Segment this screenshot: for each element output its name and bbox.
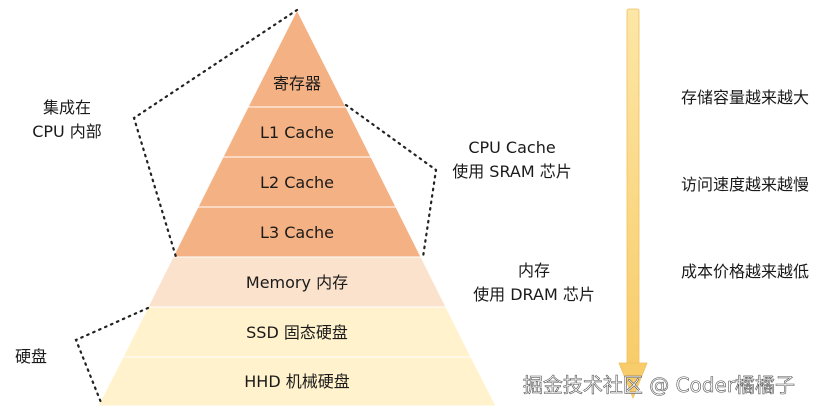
- memory-line1: 内存: [518, 261, 550, 280]
- disk-label: 硬盘: [15, 347, 47, 366]
- trend-item-capacity: 存储容量越来越大: [681, 88, 809, 107]
- disk-bracket: [74, 306, 150, 407]
- memory-line2: 使用 DRAM 芯片: [473, 285, 595, 304]
- watermark: 掘金技术社区 @ Coder橘橘子: [523, 373, 795, 397]
- cpu-internal-line1: 集成在: [43, 98, 91, 117]
- cpu-internal-line2: CPU 内部: [32, 122, 102, 141]
- trend-arrow-shaft: [626, 8, 640, 366]
- left-annotations: 集成在 CPU 内部 硬盘: [15, 98, 102, 366]
- level-label-ssd: SSD 固态硬盘: [246, 323, 348, 342]
- level-label-memory: Memory 内存: [246, 273, 348, 292]
- level-label-l2-cache: L2 Cache: [260, 173, 334, 192]
- cpu-cache-bracket: [344, 103, 438, 259]
- pyramid: [97, 8, 497, 407]
- pyramid-labels: 寄存器 L1 Cache L2 Cache L3 Cache Memory 内存…: [244, 74, 349, 391]
- level-label-l3-cache: L3 Cache: [260, 223, 334, 242]
- level-label-registers: 寄存器: [273, 74, 321, 93]
- trend-arrow: [618, 8, 648, 400]
- right-annotations: CPU Cache 使用 SRAM 芯片 内存 使用 DRAM 芯片: [452, 138, 595, 304]
- trend-item-cost: 成本价格越来越低: [681, 262, 809, 281]
- level-label-l1-cache: L1 Cache: [260, 123, 334, 142]
- trend-items: 存储容量越来越大 访问速度越来越慢 成本价格越来越低: [681, 88, 809, 281]
- trend-item-speed: 访问速度越来越慢: [681, 175, 809, 194]
- trend-arrow-head: [618, 362, 648, 400]
- pyramid-level-hdd: [97, 356, 497, 407]
- level-label-hdd: HHD 机械硬盘: [244, 372, 349, 391]
- cpu-cache-line2: 使用 SRAM 芯片: [452, 162, 572, 181]
- cpu-cache-line1: CPU Cache: [468, 138, 555, 157]
- bracket-lines: [74, 8, 438, 407]
- cpu-internal-bracket: [132, 8, 299, 259]
